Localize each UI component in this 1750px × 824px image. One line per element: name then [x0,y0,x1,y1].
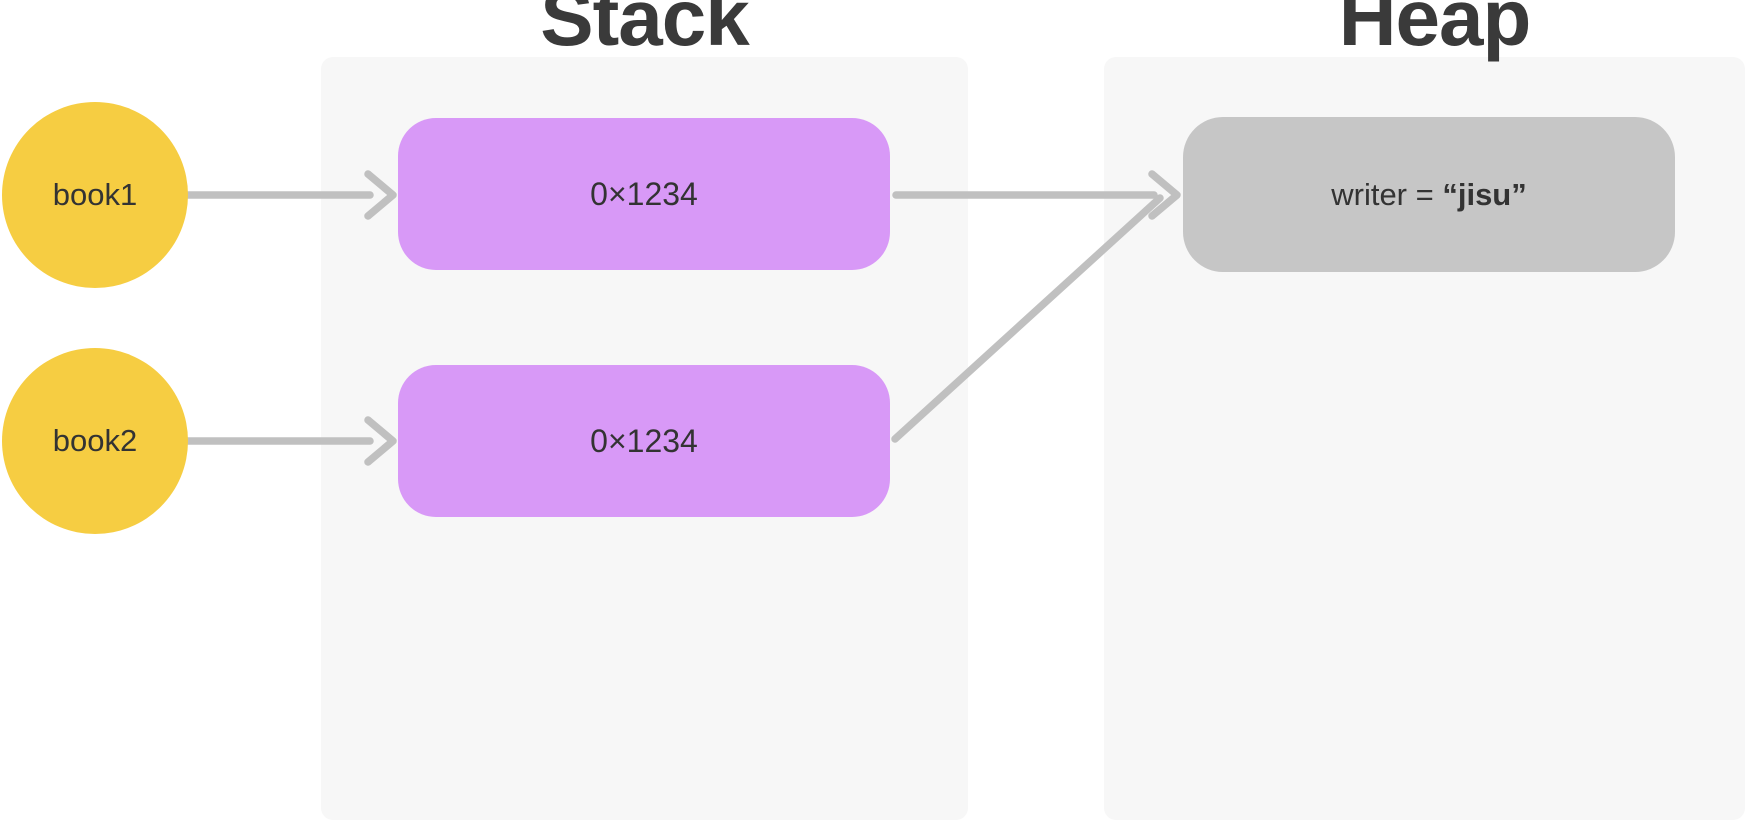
heap-object-text: writer = “jisu” [1331,177,1527,213]
pointer-value: 0×1234 [590,422,698,459]
reference-node-book1: book1 [2,102,188,288]
stack-title: Stack [540,0,749,62]
heap-object-prefix: writer = [1331,176,1443,212]
stack-frame-2: 0×1234 [398,365,890,517]
reference-label: book1 [52,177,138,212]
heap-title: Heap [1338,0,1532,62]
heap-object-value: “jisu” [1442,176,1527,212]
pointer-value: 0×1234 [590,175,698,212]
heap-object: writer = “jisu” [1183,117,1675,272]
reference-node-book2: book2 [2,348,188,534]
stack-frame-1: 0×1234 [398,118,890,270]
reference-label: book2 [52,423,138,458]
